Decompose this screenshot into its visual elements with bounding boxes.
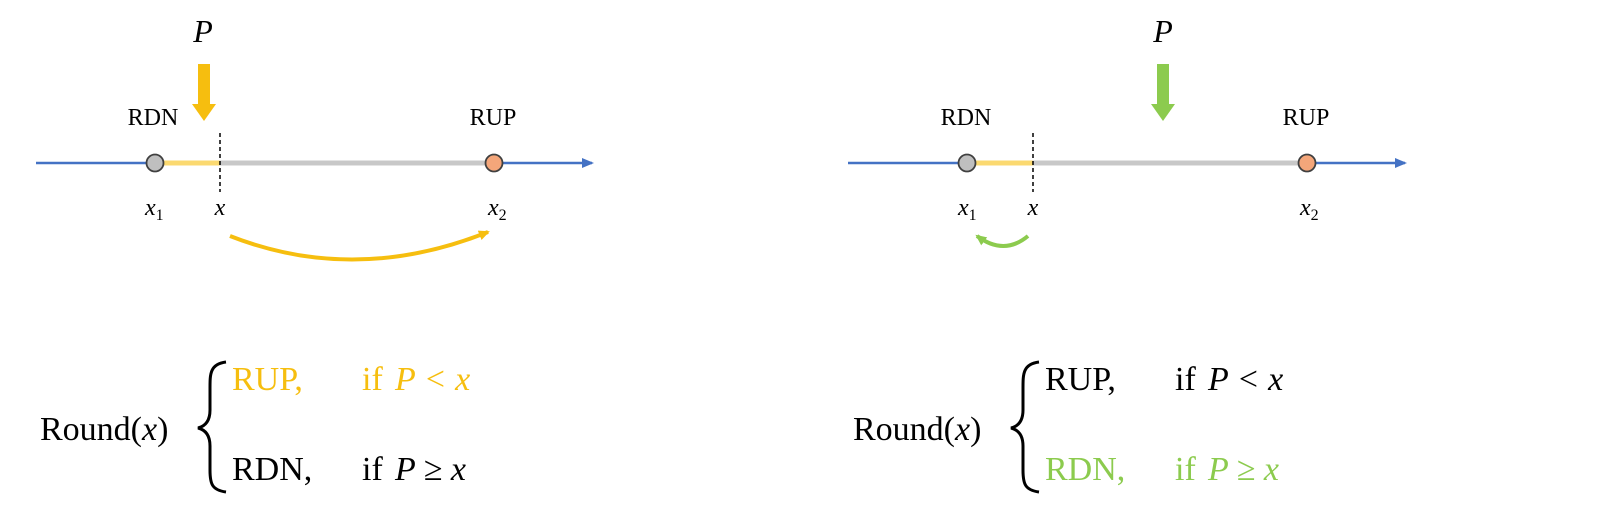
rdn-label: RDN [128,105,179,131]
panel-right: P RDN RUP x1 x x2 Round(x) RUP, if P < x [848,13,1407,494]
round-down-curve-arrow [975,234,1030,248]
p-label: P [192,13,213,49]
case-rdn-if: if [1175,451,1196,488]
brace-icon [1010,360,1040,494]
case-rup-if: if [1175,361,1196,398]
round-function-label: Round(x) [853,411,981,448]
rup-label: RUP [1283,105,1330,131]
point-x1 [957,153,977,173]
p-arrow-icon [1151,64,1175,121]
panel-left: P RDN RUP x1 x x2 Round(x) RUP, [36,13,594,494]
case-rup: RUP, if P < x [1045,361,1283,398]
case-rdn: RDN, if P ≥ x [1045,451,1279,488]
x1-label: x1 [144,195,164,224]
case-rup-condition: P < x [1207,361,1283,398]
round-up-curve-arrow [229,230,490,262]
case-rup: RUP, if P < x [232,361,470,398]
rdn-label: RDN [941,105,992,131]
point-x1 [145,153,165,173]
case-rdn-if: if [362,451,383,488]
case-rup-label: RUP, [232,361,303,398]
case-rdn-label: RDN, [232,451,312,488]
p-arrow-icon [192,64,216,121]
point-x2 [484,153,504,173]
rup-label: RUP [470,105,517,131]
case-rup-if: if [362,361,383,398]
x-label: x [214,195,226,221]
case-rdn-label: RDN, [1045,451,1125,488]
x1-label: x1 [957,195,977,224]
point-x2 [1297,153,1317,173]
brace-icon [197,360,227,494]
case-rup-condition: P < x [394,361,470,398]
x2-label: x2 [1299,195,1319,224]
x2-label: x2 [487,195,507,224]
case-rup-label: RUP, [1045,361,1116,398]
p-label: P [1152,13,1173,49]
case-rdn: RDN, if P ≥ x [232,451,466,488]
x-label: x [1027,195,1039,221]
case-rdn-condition: P ≥ x [394,451,466,488]
round-function-label: Round(x) [40,411,168,448]
case-rdn-condition: P ≥ x [1207,451,1279,488]
